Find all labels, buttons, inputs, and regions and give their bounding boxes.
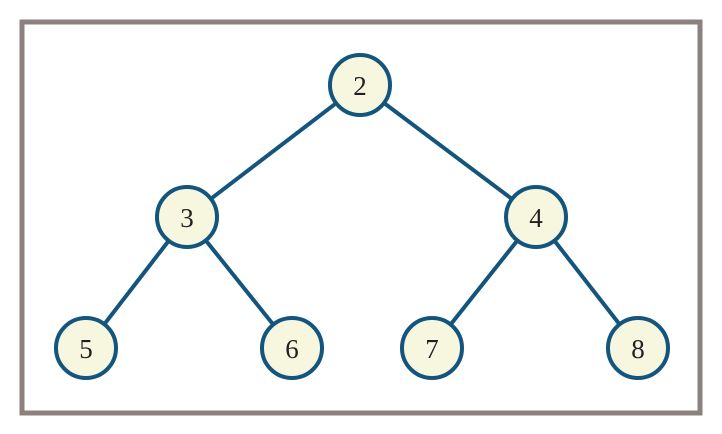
node-circle	[155, 185, 219, 249]
tree-edge	[101, 237, 172, 328]
node-circle	[400, 316, 464, 380]
tree-edge	[208, 100, 339, 202]
nodes-group: 2 3 4 5 6 7 8	[54, 53, 670, 380]
tree-node-7[interactable]: 7	[400, 316, 464, 380]
node-label: 5	[79, 334, 93, 364]
tree-node-5[interactable]: 5	[54, 316, 118, 380]
node-label: 8	[631, 334, 645, 364]
node-circle	[260, 316, 324, 380]
tree-edge	[381, 100, 515, 202]
node-label: 7	[425, 334, 439, 364]
tree-edge	[448, 237, 520, 328]
tree-node-8[interactable]: 8	[606, 316, 670, 380]
node-label: 4	[529, 203, 543, 233]
node-label: 2	[353, 71, 367, 101]
edges-group	[101, 100, 623, 328]
tree-node-3[interactable]: 3	[155, 185, 219, 249]
node-circle	[504, 185, 568, 249]
tree-node-4[interactable]: 4	[504, 185, 568, 249]
node-circle	[54, 316, 118, 380]
diagram-frame	[19, 19, 703, 416]
node-label: 6	[285, 334, 299, 364]
node-circle	[606, 316, 670, 380]
node-label: 3	[180, 203, 194, 233]
tree-node-2[interactable]: 2	[328, 53, 392, 117]
tree-edge	[551, 237, 623, 328]
tree-edge	[203, 237, 276, 328]
tree-node-6[interactable]: 6	[260, 316, 324, 380]
node-circle	[328, 53, 392, 117]
